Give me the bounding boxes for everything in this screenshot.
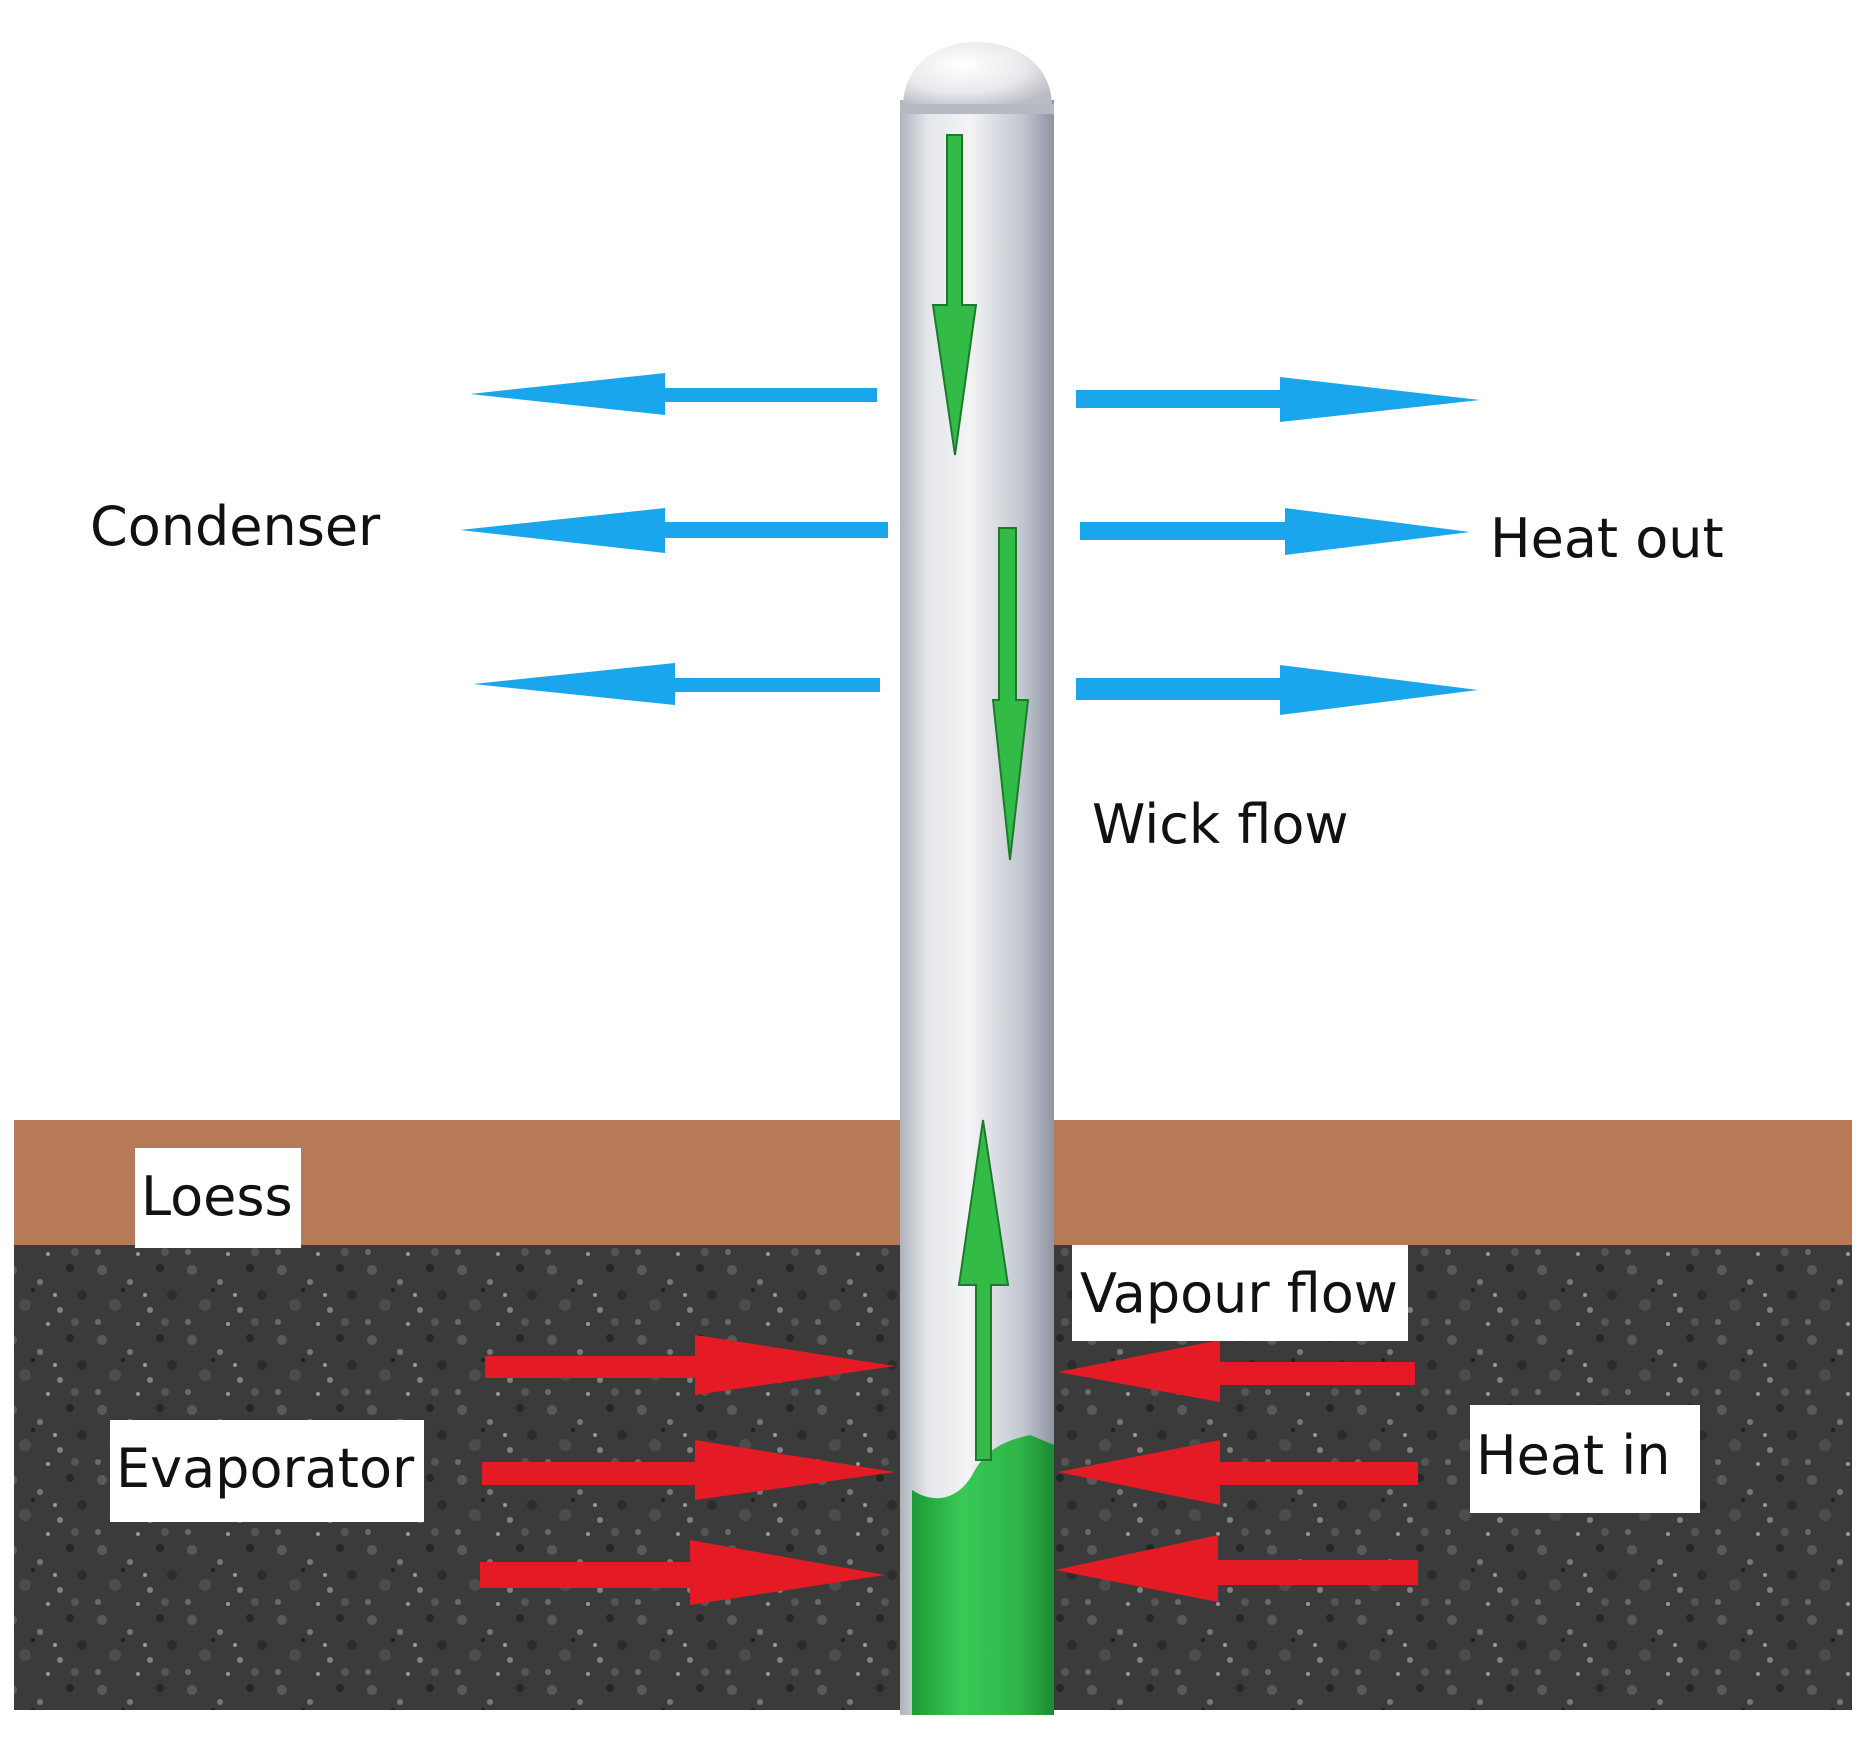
wick-flow-arrow <box>931 134 978 456</box>
heat-in-arrows <box>480 1335 1418 1605</box>
heat-pipe <box>900 42 1054 1715</box>
heat-in-label: Heat in <box>1470 1405 1701 1513</box>
vapour-flow-label: Vapour flow <box>1072 1245 1408 1341</box>
wick-flow-arrow <box>991 527 1030 861</box>
loess-label: Loess <box>135 1148 301 1248</box>
heat-out-arrow <box>1076 377 1480 422</box>
heat-out-arrows <box>460 373 1480 715</box>
heat-out-arrow <box>1076 665 1478 715</box>
evaporator-label: Evaporator <box>110 1420 425 1522</box>
heat-out-label: Heat out <box>1490 507 1724 570</box>
flow-arrows <box>931 134 1030 1461</box>
vapour-flow-arrow <box>957 1119 1010 1461</box>
condenser-label: Condenser <box>90 495 381 558</box>
heat-in-arrow <box>1058 1340 1415 1402</box>
working-liquid <box>912 1435 1054 1715</box>
heat-out-arrow <box>470 373 877 415</box>
heat-out-arrow <box>1080 508 1470 555</box>
heat-in-arrow <box>1055 1535 1418 1602</box>
pipe-cap <box>903 42 1052 108</box>
heat-out-arrow <box>473 663 880 705</box>
heat-in-arrow <box>485 1335 895 1395</box>
heat-in-arrow <box>1058 1440 1418 1505</box>
wick-flow-label: Wick flow <box>1092 793 1349 856</box>
heat-in-arrow <box>480 1540 885 1605</box>
heat-in-arrow <box>482 1440 895 1500</box>
pipe-cap-rim <box>900 104 1054 114</box>
heat-out-arrow <box>460 508 888 553</box>
